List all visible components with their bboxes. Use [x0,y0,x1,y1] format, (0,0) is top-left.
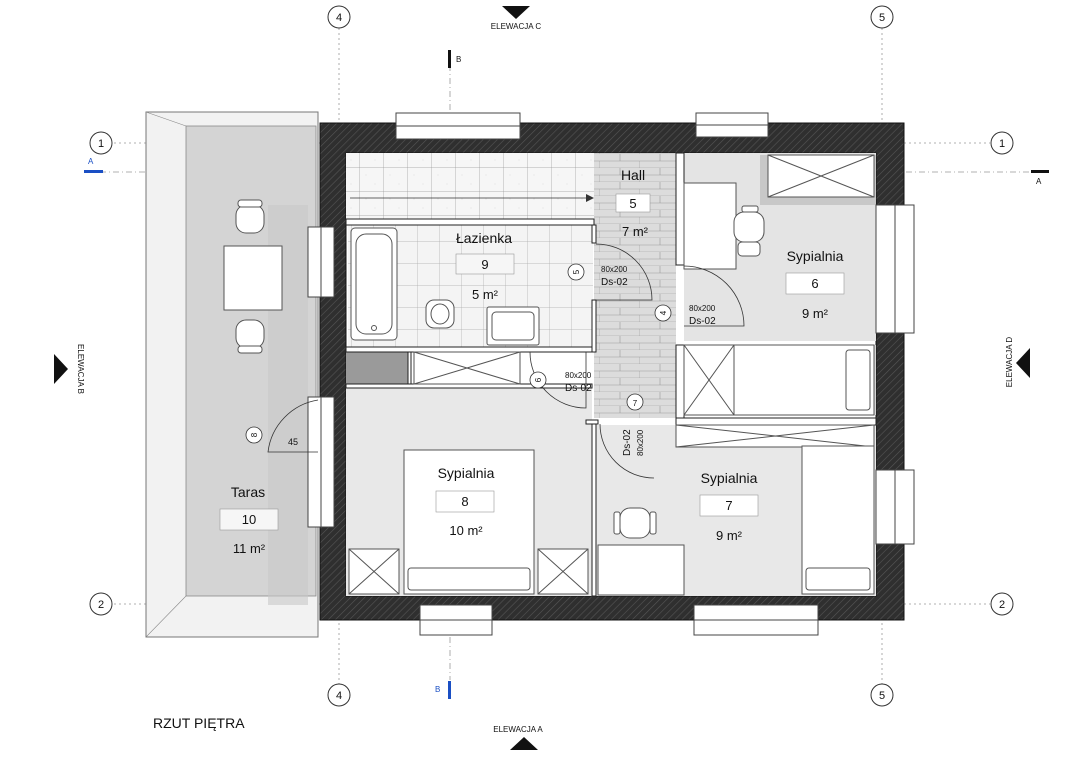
door-tag-4: 4 80x200 Ds-02 [654,304,716,327]
room-label-bathroom: Łazienka 9 5 m² [455,230,515,302]
stair-direction-arrow [350,194,594,202]
door-number: 7 [633,399,638,408]
room-area: 11 m² [233,541,266,556]
room-area: 9 m² [802,306,829,321]
grid-bubble-1-left: 1 [89,131,113,155]
elevation-marker-b: ELEWACJA B [54,344,85,394]
room-area: 5 m² [472,287,499,302]
door-size: 80x200 [601,265,628,274]
svg-text:4: 4 [336,12,342,24]
door-swings [267,243,745,479]
svg-text:2: 2 [98,599,104,611]
section-marker-b-top: B [448,50,461,68]
svg-text:ELEWACJA B: ELEWACJA B [76,344,85,394]
section-marker-a-right: A [1031,170,1049,186]
room-area: 10 m² [449,523,483,538]
door-number: 8 [250,432,259,437]
room-name: Sypialnia [701,470,758,486]
drawing-title: RZUT PIĘTRA [153,715,245,731]
wardrobes [348,154,875,595]
chair-icon [733,205,765,257]
bathroom-fixtures [350,227,540,346]
elevation-marker-c: ELEWACJA C [491,6,542,31]
room-label-hall: Hall 5 7 m² [615,167,651,239]
door-type: Ds-02 [565,383,592,394]
svg-text:A: A [1036,177,1042,186]
room-area: 7 m² [622,224,649,239]
door-tag-7: 7 Ds-02 80x200 [622,393,645,456]
svg-text:ELEWACJA C: ELEWACJA C [491,22,542,31]
svg-text:ELEWACJA A: ELEWACJA A [493,725,543,734]
door-angle: 45 [288,437,298,447]
svg-text:1: 1 [999,138,1005,150]
grid-bubble-1-right: 1 [990,131,1014,155]
room-name: Taras [231,484,265,500]
grid-bubble-5-bottom: 5 [870,683,894,707]
triangle-right-icon [54,354,68,384]
svg-text:ELEWACJA D: ELEWACJA D [1005,337,1014,388]
room-number: 9 [481,257,488,272]
room-number: 10 [242,512,256,527]
chair-icon [235,319,265,354]
elevation-marker-a: ELEWACJA A [493,725,543,750]
room-label-bedroom-8: Sypialnia 8 10 m² [435,465,495,538]
triangle-down-icon [502,6,530,19]
desks [597,182,737,596]
door-type: Ds-02 [689,316,716,327]
room-area: 9 m² [716,528,743,543]
windows [307,112,915,636]
room-name: Sypialnia [787,248,844,264]
room-number: 8 [461,494,468,509]
svg-text:5: 5 [879,690,885,702]
svg-text:A: A [88,157,94,166]
door-tag-5: 5 80x200 Ds-02 [567,263,628,288]
door-number: 6 [534,377,543,382]
svg-text:4: 4 [336,690,342,702]
door-type: Ds-02 [622,429,633,456]
door-number: 5 [572,269,581,274]
room-label-terrace: Taras 10 11 m² [219,484,279,556]
terrace [145,111,319,638]
door-type: Ds-02 [601,277,628,288]
door-tag-8: 8 45 [245,426,298,447]
grid-bubble-5-top: 5 [870,5,894,29]
svg-text:1: 1 [98,138,104,150]
door-number: 4 [659,310,668,315]
svg-text:B: B [456,55,461,64]
chair-icon [235,199,265,234]
door-tag-6: 6 80x200 Ds-02 [529,371,592,394]
triangle-left-icon [1016,348,1030,378]
room-name: Hall [621,167,645,183]
room-label-bedroom-7: Sypialnia 7 9 m² [699,470,759,543]
room-number: 7 [725,498,732,513]
section-marker-a-left: A [84,157,103,173]
door-size: 80x200 [636,429,645,456]
interior-walls [345,152,877,597]
room-number: 5 [629,196,636,211]
grid-bubble-4-bottom: 4 [327,683,351,707]
door-size: 80x200 [689,304,716,313]
svg-text:2: 2 [999,599,1005,611]
beds [403,344,875,595]
grid-bubble-2-right: 2 [990,592,1014,616]
svg-text:5: 5 [879,12,885,24]
triangle-up-icon [510,737,538,750]
room-label-bedroom-6: Sypialnia 6 9 m² [785,248,845,321]
chair-icon [613,507,657,539]
grid-bubble-4-top: 4 [327,5,351,29]
grid-bubble-2-left: 2 [89,592,113,616]
elevation-marker-d: ELEWACJA D [1005,337,1030,388]
room-number: 6 [811,276,818,291]
room-name: Sypialnia [438,465,495,481]
svg-text:B: B [435,685,440,694]
room-name: Łazienka [456,230,512,246]
section-marker-b-bottom: B [435,681,451,699]
door-size: 80x200 [565,371,592,380]
